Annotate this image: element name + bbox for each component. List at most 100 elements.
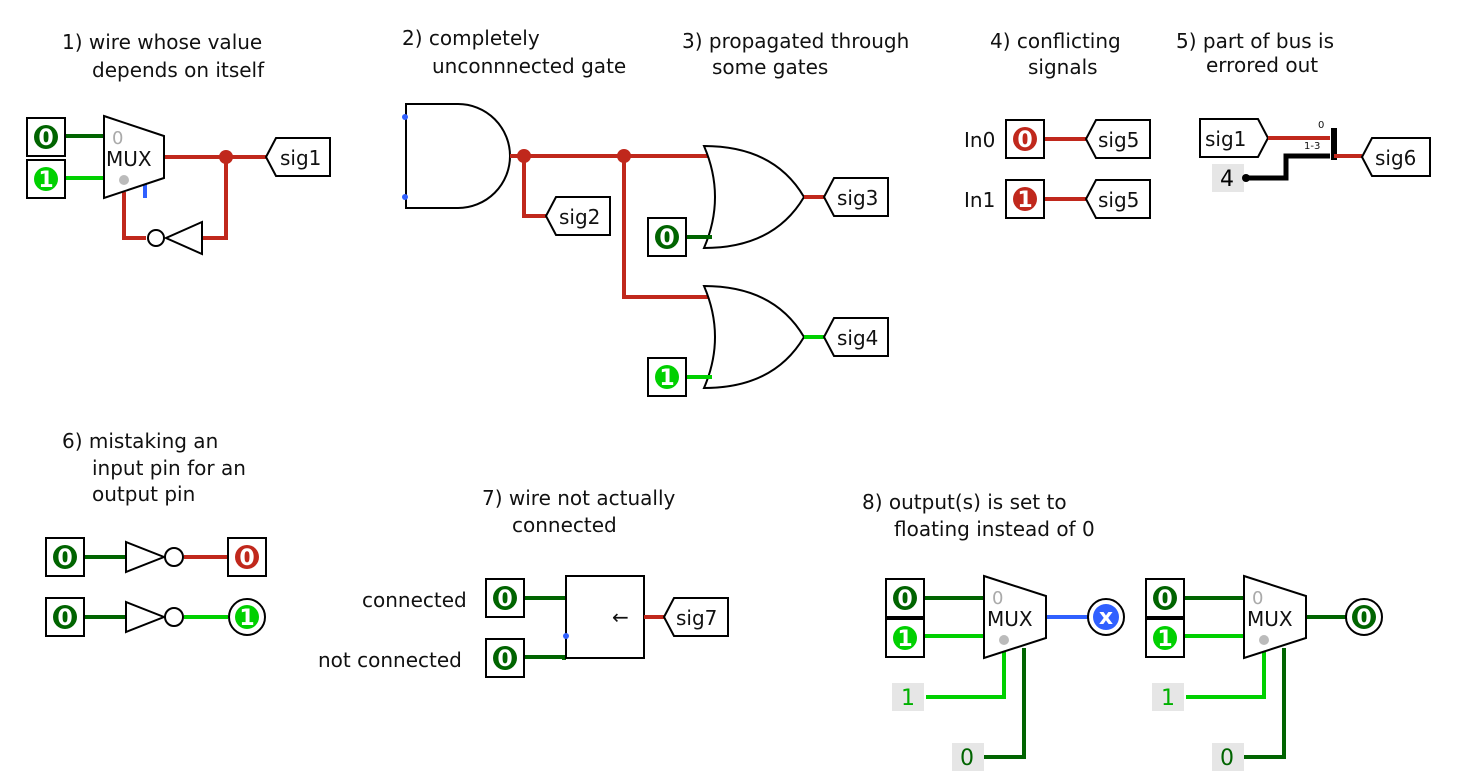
output-pin-s6-value: 1	[239, 606, 254, 631]
input-pin-s6-a-led	[53, 545, 77, 569]
constant-s8a-1-bg	[892, 683, 924, 711]
junction-s1	[219, 150, 233, 164]
caption-6-line-1: 6) mistaking an	[62, 429, 218, 453]
tunnel-s3-sig4-label: sig4	[837, 326, 878, 350]
wire-s8b-enable	[1244, 648, 1286, 759]
caption-7-line-2: connected	[512, 513, 617, 537]
wire-s1-select	[122, 192, 146, 240]
input-pin-s7-b-led	[493, 646, 517, 670]
constant-s5: 4	[1220, 167, 1234, 192]
mistaken-input-pin-s6-led	[235, 545, 259, 569]
wire-s8b-select	[1186, 646, 1266, 699]
and-gate-s2-input-a	[402, 114, 408, 120]
constant-s8b-0: 0	[1220, 746, 1234, 771]
wire-s1-feedback	[202, 157, 228, 240]
splitter-s5-mid-label: 1-3	[1304, 141, 1320, 152]
caption-7-line-1: 7) wire not actually	[482, 486, 675, 510]
tunnel-s5-sig6-label: sig6	[1375, 146, 1416, 170]
tunnel-s3-sig4[interactable]	[822, 317, 889, 357]
label-not-connected: not connected	[318, 648, 462, 672]
scenario-6: 0 0 0 1	[45, 537, 267, 637]
tunnel-s4-sig5-b-label: sig5	[1098, 188, 1139, 212]
label-in0: In0	[964, 128, 995, 152]
subcircuit-s7-unconnected-port	[563, 633, 569, 639]
tunnel-s5-sig1-label: sig1	[1205, 127, 1246, 151]
caption-4: 4) conflicting signals	[990, 29, 1127, 79]
or-gate-s3-b[interactable]	[702, 284, 806, 390]
input-pin-s8b-1-led	[1153, 586, 1177, 610]
constant-s8b-1-bg	[1152, 683, 1184, 711]
input-pin-s4-b-led	[1013, 187, 1037, 211]
subcircuit-s7[interactable]	[565, 575, 645, 659]
input-pin-s7-a-value: 0	[497, 587, 512, 612]
not-gate-s6-a[interactable]	[125, 540, 167, 574]
caption-6: 6) mistaking an input pin for an output …	[62, 429, 252, 506]
wire-s3-or2-in	[622, 156, 712, 299]
input-pin-s6-b[interactable]	[45, 597, 85, 637]
scenario-1: 0 1 0 MUX sig1	[26, 114, 331, 256]
caption-2-line-2: unconnnected gate	[432, 54, 626, 78]
tunnel-s3-sig3[interactable]	[822, 177, 889, 217]
scenario-8b: 0 1 0 MUX 1 0 0	[1145, 574, 1383, 771]
not-gate-s6-b[interactable]	[125, 600, 167, 634]
caption-4-line-1: 4) conflicting	[990, 29, 1121, 53]
input-pin-s8a-1-value: 0	[897, 587, 912, 612]
not-gate-s1-bubble	[147, 229, 165, 247]
wire-s8a-select	[926, 646, 1006, 699]
mux-s8a-select-dot	[999, 635, 1009, 645]
input-pin-s8a-2-led	[893, 626, 917, 650]
input-pin-s1-a-value: 0	[38, 126, 53, 151]
mistaken-input-pin-s6-value: 0	[239, 546, 254, 571]
tunnel-s4-sig5-b[interactable]	[1084, 179, 1151, 219]
scenario-8a: 0 1 0 MUX 1 0 x	[885, 574, 1125, 771]
wire-s7-not-connected	[524, 655, 566, 660]
tunnel-s1-sig1[interactable]	[264, 137, 331, 177]
caption-1-line-1: 1) wire whose value	[62, 30, 262, 54]
junction-s2-b	[617, 149, 631, 163]
not-gate-s1[interactable]	[163, 220, 203, 256]
caption-6-line-2: input pin for an	[92, 456, 246, 480]
input-pin-s1-b-value: 1	[38, 168, 53, 193]
wire-s8a-enable	[984, 648, 1026, 759]
mux-s8b[interactable]	[1243, 574, 1307, 660]
input-pin-s6-a-value: 0	[57, 546, 72, 571]
mux-s1[interactable]	[103, 114, 165, 200]
input-pin-s8a-2-value: 1	[897, 627, 912, 652]
output-pin-s8a-value: x	[1099, 605, 1113, 630]
mux-s1-label: MUX	[106, 147, 152, 171]
input-pin-s8b-2-led	[1153, 626, 1177, 650]
tunnel-s5-sig1[interactable]	[1199, 118, 1270, 158]
tunnel-s7-sig7[interactable]	[662, 597, 729, 637]
tunnel-s4-sig5-a-label: sig5	[1098, 128, 1139, 152]
constant-s8b-0-bg	[1212, 743, 1244, 771]
input-pin-s4-a-value: 0	[1017, 128, 1032, 153]
tunnel-s4-sig5-a[interactable]	[1084, 119, 1151, 159]
label-connected: connected	[362, 588, 467, 612]
tunnel-s5-sig6[interactable]	[1360, 137, 1431, 177]
mux-s8b-label: MUX	[1247, 607, 1293, 631]
caption-8-line-2: floating instead of 0	[894, 517, 1095, 541]
caption-6-line-3: output pin	[92, 482, 195, 506]
or-gate-s3-a[interactable]	[702, 144, 806, 250]
scenario-4: In0 In1 0 1 sig5 sig5	[964, 119, 1151, 219]
input-pin-s1-b-led	[34, 167, 58, 191]
constant-s8a-0-bg	[952, 743, 984, 771]
caption-5-line-2: errored out	[1206, 53, 1318, 77]
tunnel-s2-sig2-label: sig2	[559, 205, 600, 229]
mux-s8a-sel-label: 0	[992, 588, 1003, 609]
input-pin-s8a-1-led	[893, 586, 917, 610]
mux-s1-select-dot	[119, 175, 129, 185]
input-pin-s7-b-value: 0	[497, 647, 512, 672]
caption-2-line-1: 2) completely	[402, 26, 540, 50]
output-pin-s8b-led	[1352, 605, 1376, 629]
caption-3: 3) propagated through some gates	[682, 29, 916, 79]
input-pin-s4-b-value: 1	[1017, 188, 1032, 213]
input-pin-s1-a-led	[34, 125, 58, 149]
tunnel-s2-sig2[interactable]	[544, 196, 611, 236]
and-gate-s2[interactable]	[405, 103, 511, 209]
mux-s8a[interactable]	[983, 574, 1047, 660]
output-pin-s8b-value: 0	[1356, 606, 1371, 631]
caption-5-line-1: 5) part of bus is	[1176, 29, 1334, 53]
scenario-7: connected not connected 0 0 ← sig7	[318, 575, 729, 678]
scenario-2-3: sig2 0 sig3 1 sig4	[402, 103, 889, 397]
